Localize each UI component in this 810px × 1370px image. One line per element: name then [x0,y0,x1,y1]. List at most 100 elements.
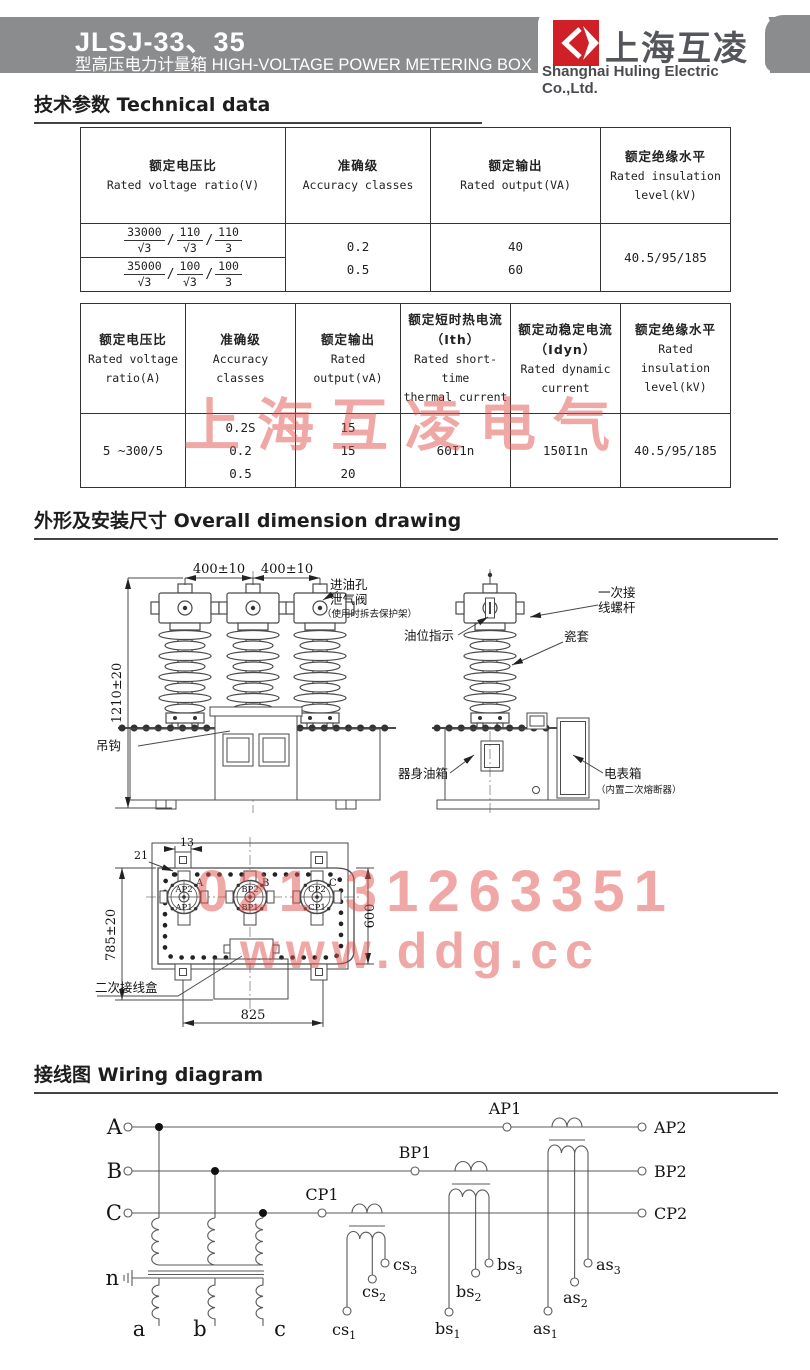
bushing-top-label: BP2 [241,885,258,895]
header-cn: 准确级 [337,158,379,173]
wiring-texts: A B C n a b c AP1 AP2 BP1 BP2 CP1 CP2 cs… [105,1100,687,1342]
primary-terminal-label-1: 一次接 [598,585,636,600]
denominator: 3 [225,241,232,255]
header-en: Accuracy classes [302,178,414,192]
header-cell: 额定短时热电流 （Ith） Rated short-time thermal c… [400,303,511,414]
header-en: thermal current [403,390,508,404]
terminal-cp1: CP1 [305,1185,338,1204]
phase-letter: C [329,878,337,889]
denominator: 3 [225,275,232,289]
numerator: 35000 [124,260,165,275]
header-cn: （Idyn） [534,341,597,357]
bushing-bottom-label: BP1 [241,903,258,913]
denominator: √3 [137,241,152,255]
dim-top-2: 400±10 [261,562,313,577]
numerator: 100 [176,260,204,275]
header-cell: 额定动稳定电流 （Idyn） Rated dynamic current [510,303,621,414]
header-cn: 额定动稳定电流 [518,321,613,337]
dimension-drawing: 400±10 400±10 1210±20 吊钩 进油孔 泄气阀 （使用时拆去保… [95,562,682,1027]
header-cn: 额定短时热电流 [408,312,503,327]
phase-a-label: A [106,1115,123,1139]
terminal-bp2: BP2 [654,1162,687,1181]
pt-secondary-b: b [193,1317,206,1341]
pt-secondary-c: c [274,1317,286,1341]
product-model: JLSJ-33、35 [75,27,246,57]
bushing-c [292,870,342,926]
bushing-b [225,870,275,926]
value: 0.5 [346,261,370,277]
meter-box-label: 电表箱 [604,766,642,781]
fraction: 33000√3 [124,226,165,255]
current-ratings-table: 额定电压比 Rated voltage ratio(A) 准确级 Accurac… [80,303,731,488]
section-title-wiring-diagram: 接线图 Wiring diagram [34,1060,778,1094]
tap-cs1: cs1 [332,1320,356,1342]
value: 15 [340,443,356,458]
product-subtitle: 型高压电力计量箱 HIGH-VOLTAGE POWER METERING BOX [75,56,532,74]
terminal-ap1: AP1 [488,1100,522,1118]
slash: / [166,233,175,248]
terminal-cp2: CP2 [654,1204,687,1223]
porcelain-label: 瓷套 [564,629,590,644]
header-cn: 额定电压比 [99,331,167,347]
output-cell: 15 15 20 [295,413,401,488]
table-row: 5 ~300/5 0.2S 0.2 0.5 15 15 20 60I1n 150… [80,413,731,488]
oil-level-label: 油位指示 [404,628,454,643]
fraction: 35000√3 [124,260,165,289]
value: 15 [340,420,356,435]
banner-right-tab [765,15,810,72]
header-cell: 额定电压比 Rated voltage ratio(A) [80,303,186,414]
bushing-bottom-label: CP1 [308,903,326,913]
header-en: ratio(A) [105,370,161,385]
voltage-ratings-table: 额定电压比 Rated voltage ratio(V) 准确级 Accurac… [80,127,731,292]
numerator: 110 [176,226,204,241]
value: 0.2 [229,443,252,458]
brand-name-cn: 上海互凌 [605,29,749,69]
tap-as2: as2 [563,1288,588,1310]
insulation-cell: 40.5/95/185 [620,413,731,488]
header-en: Rated insulation [610,168,721,183]
table-header-row: 额定电压比 Rated voltage ratio(V) 准确级 Accurac… [80,127,731,224]
primary-terminal-label-2: 线螺杆 [598,600,636,615]
header-cn: 额定电压比 [149,158,217,173]
header-en: Rated voltage ratio(V) [106,178,260,192]
tap-as3: as3 [596,1255,621,1277]
header-en: Rated output(VA) [460,178,571,192]
hook-label: 吊钩 [96,738,121,753]
phase-letter: A [195,878,204,889]
bushing-bottom-label: AP1 [174,903,192,913]
front-view [115,571,396,813]
dim-top-1: 400±10 [193,562,245,577]
neutral-label: n [105,1266,119,1290]
value: 40 [507,238,524,254]
numerator: 33000 [124,226,165,241]
dim-13: 13 [180,836,194,849]
wiring-terminals [123,1122,647,1317]
dim-21: 21 [134,849,148,862]
pt-secondary-a: a [133,1317,146,1341]
value: 0.2 [346,238,370,254]
company-logo-icon [553,20,599,66]
vent-valve-label: 泄气阀 [330,592,368,607]
tap-bs3: bs3 [497,1255,522,1277]
phase-c-label: C [106,1201,122,1225]
header-en: current [541,380,590,395]
ratio-cell: 5 ~300/5 [80,413,186,488]
header-en: Rated voltage [87,351,178,366]
header-cell: 额定绝缘水平 Rated insulation level(kV) [620,303,731,414]
value: 0.5 [229,466,252,481]
denominator: √3 [182,275,197,289]
header-cell: 额定输出 Rated output(vA) [295,303,401,414]
meter-box-note: （内置二次熔断器） [596,784,682,796]
oil-inlet-label: 进油孔 [330,577,368,592]
slash: / [205,267,214,282]
value: 0.2S [225,420,256,435]
header-cell: 准确级 Accuracy classes [285,127,431,224]
dim-825: 825 [241,1008,266,1023]
tap-cs2: cs2 [362,1282,386,1304]
header-cell: 额定输出 Rated output(VA) [430,127,601,224]
